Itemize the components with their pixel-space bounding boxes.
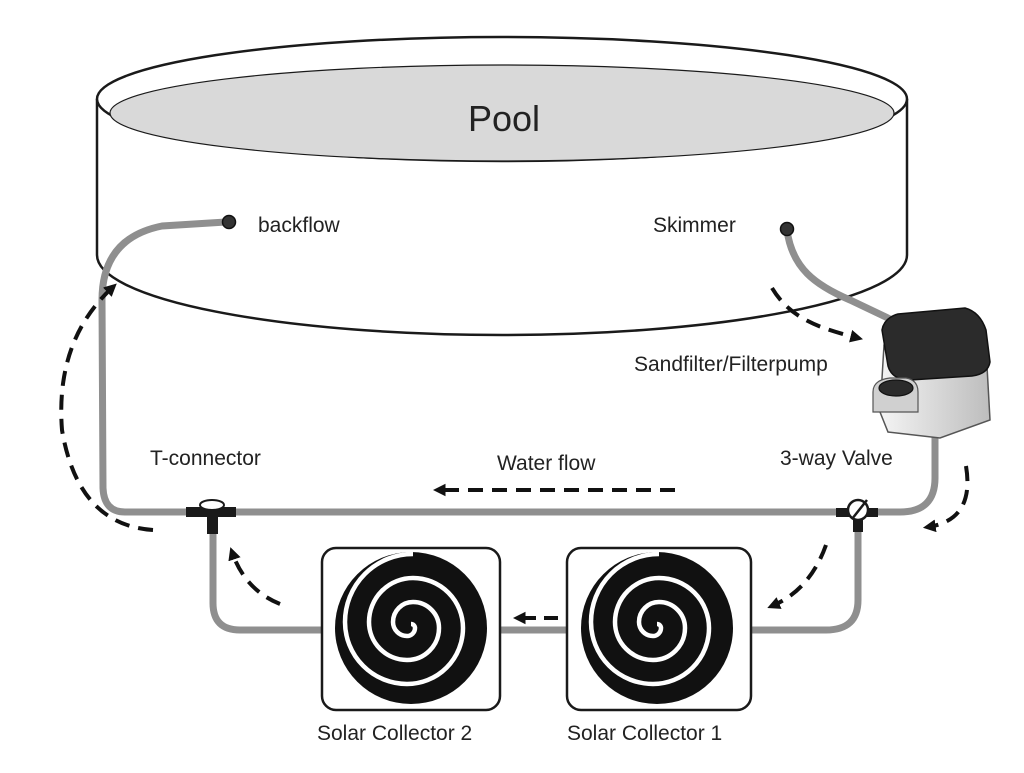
arrow-tconnector-to-backflow bbox=[59, 283, 154, 532]
filter-label: Sandfilter/Filterpump bbox=[634, 353, 828, 376]
water-flow-label: Water flow bbox=[497, 452, 596, 475]
backflow-inlet bbox=[221, 214, 237, 230]
spiral-coil-1 bbox=[581, 551, 733, 704]
arrow-skimmer-to-filter bbox=[770, 286, 863, 343]
t-connector bbox=[186, 499, 236, 534]
arrow-valve-to-collector-1 bbox=[767, 544, 828, 609]
arrow-filter-to-valve bbox=[922, 465, 970, 533]
valve-label: 3-way Valve bbox=[780, 447, 893, 470]
solar-collector-1 bbox=[565, 546, 753, 712]
three-way-valve bbox=[836, 498, 878, 532]
pool-water-surface bbox=[109, 64, 895, 162]
skimmer-inlet bbox=[779, 221, 795, 237]
solar-collector-2 bbox=[320, 546, 502, 712]
pool-wall bbox=[95, 99, 909, 337]
pipe-skimmer-to-filter bbox=[783, 226, 896, 324]
arrow-collector-2-to-tconnector bbox=[228, 547, 281, 606]
collector-2-label: Solar Collector 2 bbox=[317, 722, 472, 745]
spiral-coil-2 bbox=[335, 551, 487, 704]
t-connector-label: T-connector bbox=[150, 447, 261, 470]
pipe-collector-2-to-tconnector bbox=[209, 518, 329, 634]
pipes bbox=[98, 218, 939, 634]
pool bbox=[95, 35, 909, 337]
pool-label: Pool bbox=[468, 98, 540, 139]
sandfilter-pump bbox=[872, 307, 991, 439]
backflow-label: backflow bbox=[258, 214, 341, 237]
flow-arrows bbox=[59, 283, 970, 625]
collector-1-label: Solar Collector 1 bbox=[567, 722, 722, 745]
pipe-valve-to-collector-1 bbox=[748, 521, 862, 634]
pipe-filter-to-valve bbox=[868, 394, 939, 516]
skimmer-label: Skimmer bbox=[653, 214, 736, 237]
